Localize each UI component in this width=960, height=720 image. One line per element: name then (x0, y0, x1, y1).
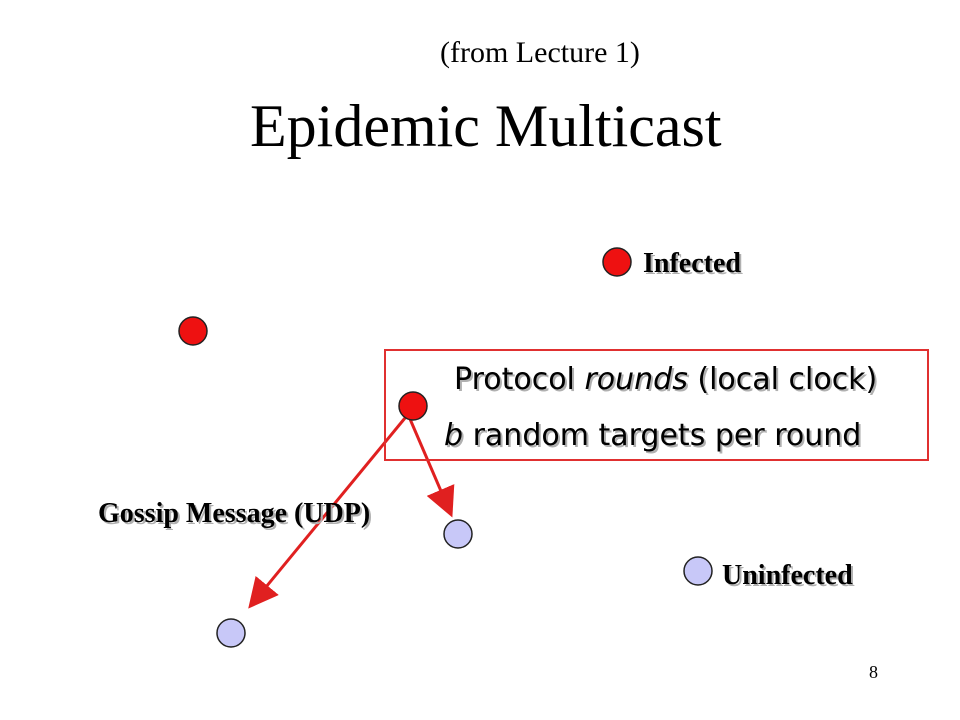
uninfected-legend-label: Uninfected (722, 560, 853, 591)
b-italic: b (444, 418, 464, 453)
legend-uninfected-node (683, 556, 713, 586)
gossip-arrow-far (248, 417, 407, 609)
protocol-prefix: Protocol (454, 362, 585, 397)
slide-title: Epidemic Multicast (250, 93, 722, 159)
legend-infected-node (602, 247, 632, 277)
infected-node (178, 316, 208, 346)
uninfected-node (216, 618, 246, 648)
infected-legend-label: Infected (643, 248, 741, 279)
gossip-message-label: Gossip Message (UDP) (98, 498, 371, 529)
rounds-italic: rounds (584, 362, 688, 397)
page-number: 8 (869, 662, 878, 682)
infected-node-sender (398, 391, 428, 421)
local-clock-text: (local clock) (687, 362, 878, 397)
random-targets-suffix: random targets per round (463, 418, 862, 453)
protocol-rounds-text: Protocol rounds (local clock) (454, 362, 877, 397)
gossip-arrow-near (408, 418, 455, 518)
slide-subtitle: (from Lecture 1) (440, 36, 640, 69)
uninfected-node (443, 519, 473, 549)
random-targets-text: b random targets per round (444, 418, 861, 453)
protocol-box (384, 349, 929, 461)
